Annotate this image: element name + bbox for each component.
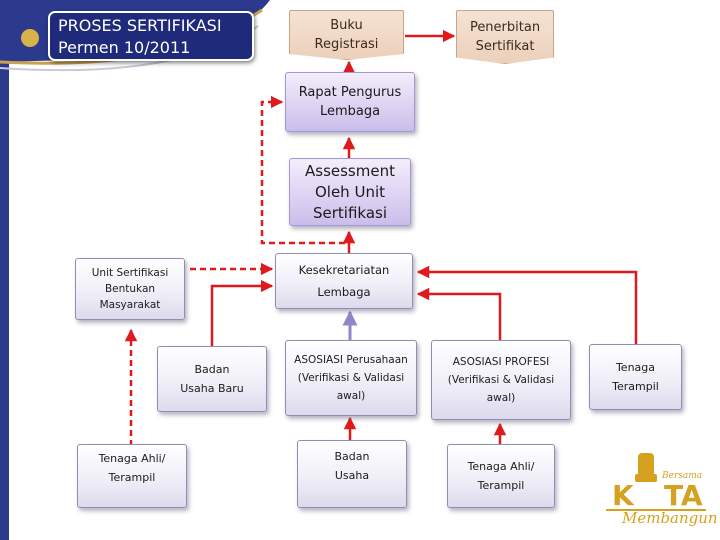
tenaga-ahli-mid-box: Tenaga Ahli/ Terampil: [447, 444, 555, 508]
asosiasi-perusahaan-box: ASOSIASI Perusahaan (Verifikasi & Valida…: [285, 340, 417, 416]
page-title: PROSES SERTIFIKASI Permen 10/2011: [48, 11, 254, 61]
rapat-pengurus-box: Rapat Pengurus Lembaga: [285, 72, 415, 132]
penerbitan-sertifikat-box: Penerbitan Sertifikat: [456, 10, 554, 64]
unit-sertifikasi-box: Unit Sertifikasi Bentukan Masyarakat: [75, 258, 185, 320]
kita-membangun-logo: Bersama K TA Membangun: [600, 447, 718, 535]
dashed-arrow-to-rapat: [260, 95, 345, 245]
logo-letters-ta: TA: [664, 479, 703, 512]
badan-usaha-baru-box: Badan Usaha Baru: [157, 346, 267, 412]
left-accent-band: [0, 0, 9, 540]
badan-usaha-box: Badan Usaha: [297, 440, 407, 508]
arrow-tenaga-terampil-to-kesekretariatan: [416, 265, 638, 346]
logo-word-membangun: Membangun: [622, 509, 718, 527]
tenaga-terampil-box: Tenaga Terampil: [589, 344, 682, 410]
assessment-box: Assessment Oleh Unit Sertifikasi: [289, 158, 411, 226]
logo-fist-icon: [606, 453, 706, 511]
kesekretariatan-box: Kesekretariatan Lembaga: [275, 253, 413, 309]
logo-word-bersama: Bersama: [662, 471, 703, 481]
buku-registrasi-box: Buku Registrasi: [289, 10, 404, 60]
logo-letter-k: K: [612, 479, 634, 512]
title-line-1: PROSES SERTIFIKASI: [58, 16, 222, 35]
arrow-badan-baru-to-kesekretariatan: [210, 279, 274, 350]
arrow-asosiasi-profesi-to-kesekretariatan: [416, 287, 502, 342]
tenaga-ahli-left-box: Tenaga Ahli/ Terampil: [77, 444, 187, 508]
asosiasi-profesi-box: ASOSIASI PROFESI (Verifikasi & Validasi …: [431, 340, 571, 420]
title-line-2: Permen 10/2011: [58, 38, 191, 57]
